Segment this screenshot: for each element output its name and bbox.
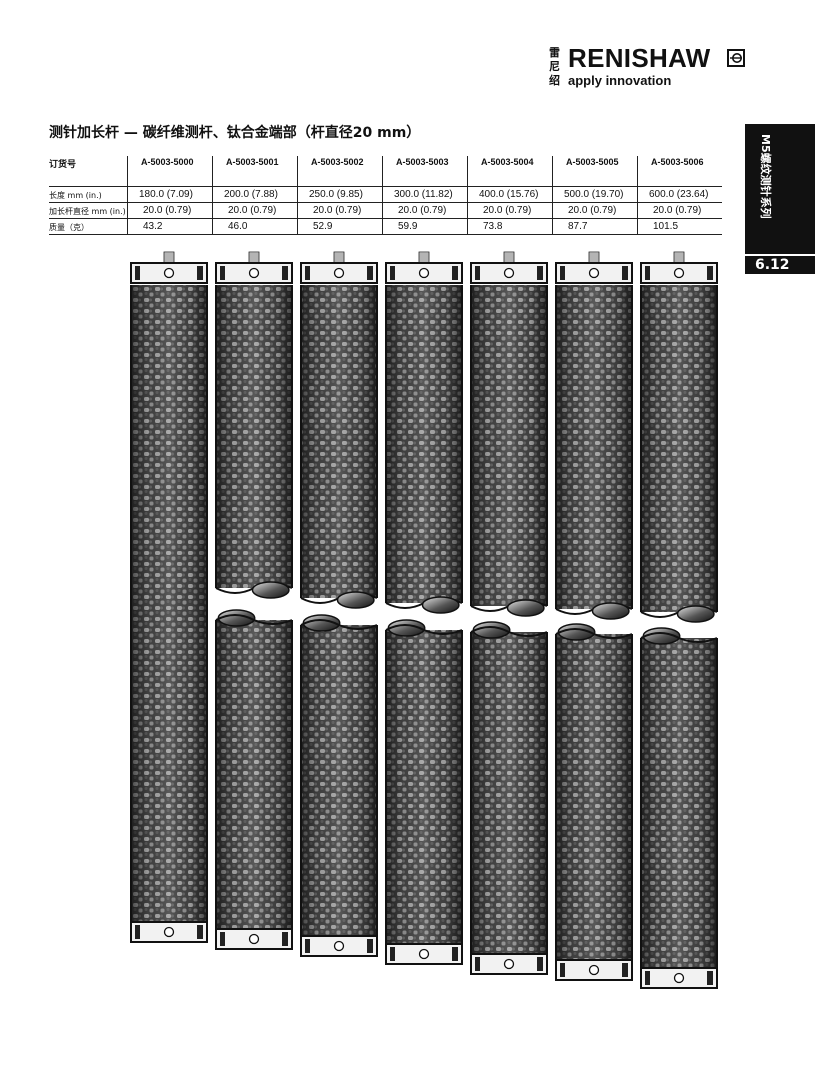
logo-wordmark: RENISHAW	[568, 43, 711, 73]
cross-hole-icon	[673, 972, 685, 984]
cross-hole-icon	[163, 926, 175, 938]
m5-thread-stud	[333, 251, 345, 264]
order-code: A-5003-5002	[311, 157, 364, 167]
cross-hole-icon	[163, 267, 175, 279]
break-end-icon	[506, 599, 545, 617]
order-code: A-5003-5006	[651, 157, 704, 167]
mass-value: 87.7	[568, 221, 588, 232]
table-rule	[49, 186, 722, 187]
table-column-rule	[297, 156, 298, 234]
table-rule	[49, 202, 722, 203]
cross-hole-icon	[418, 948, 430, 960]
cross-hole-icon	[503, 267, 515, 279]
m5-thread-stud	[248, 251, 260, 264]
cross-hole-icon	[333, 940, 345, 952]
table-rule	[49, 234, 722, 235]
cross-hole-icon	[418, 267, 430, 279]
break-end-icon	[421, 596, 460, 614]
m5-thread-stud	[163, 251, 175, 264]
diameter-value: 20.0 (0.79)	[398, 205, 447, 216]
mass-value: 46.0	[228, 221, 248, 232]
mass-value: 59.9	[398, 221, 418, 232]
mass-value: 43.2	[143, 221, 163, 232]
mass-value: 101.5	[653, 221, 679, 232]
order-code: A-5003-5005	[566, 157, 619, 167]
order-code: A-5003-5001	[226, 157, 279, 167]
length-value: 180.0 (7.09)	[139, 189, 193, 200]
cross-hole-icon	[503, 958, 515, 970]
mass-value: 73.8	[483, 221, 503, 232]
diameter-value: 20.0 (0.79)	[568, 205, 617, 216]
diameter-value: 20.0 (0.79)	[653, 205, 702, 216]
break-end-icon	[336, 591, 375, 609]
cross-hole-icon	[673, 267, 685, 279]
order-code: A-5003-5003	[396, 157, 449, 167]
cross-hole-icon	[248, 933, 260, 945]
row-label-diameter: 加长杆直径 mm (in.)	[49, 207, 126, 216]
table-column-rule	[637, 156, 638, 234]
table-rule	[49, 218, 722, 219]
length-value: 600.0 (23.64)	[649, 189, 709, 200]
order-code: A-5003-5000	[141, 157, 194, 167]
length-value: 300.0 (11.82)	[394, 189, 453, 200]
row-label-length: 长度 mm (in.)	[49, 191, 102, 200]
length-value: 200.0 (7.88)	[224, 189, 278, 200]
order-code-header: 订货号	[49, 160, 77, 170]
logo-chinese-name: 雷 尼 绍	[549, 46, 560, 87]
cross-hole-icon	[248, 267, 260, 279]
break-end-icon	[251, 581, 290, 599]
cross-hole-icon	[588, 964, 600, 976]
m5-thread-stud	[588, 251, 600, 264]
m5-thread-stud	[418, 251, 430, 264]
diameter-value: 20.0 (0.79)	[313, 205, 362, 216]
break-end-icon	[676, 605, 715, 623]
diameter-value: 20.0 (0.79)	[483, 205, 532, 216]
length-value: 400.0 (15.76)	[479, 189, 539, 200]
order-code: A-5003-5004	[481, 157, 534, 167]
table-column-rule	[552, 156, 553, 234]
mass-value: 52.9	[313, 221, 333, 232]
m5-thread-stud	[673, 251, 685, 264]
table-column-rule	[212, 156, 213, 234]
section-tab	[745, 124, 815, 254]
break-end-icon	[591, 602, 630, 620]
cross-hole-icon	[588, 267, 600, 279]
row-label-mass: 质量（克）	[49, 223, 89, 232]
logo-tagline: apply innovation	[568, 73, 672, 88]
table-column-rule	[382, 156, 383, 234]
table-column-rule	[127, 156, 128, 234]
length-value: 500.0 (19.70)	[564, 189, 624, 200]
page-number: 6.12	[745, 256, 815, 274]
page-title: 测针加长杆 — 碳纤维测杆、钛合金端部（杆直径20 mm）	[49, 125, 421, 141]
length-value: 250.0 (9.85)	[309, 189, 363, 200]
renishaw-mark-icon	[727, 49, 745, 67]
m5-thread-stud	[503, 251, 515, 264]
diameter-value: 20.0 (0.79)	[228, 205, 277, 216]
cross-hole-icon	[333, 267, 345, 279]
diameter-value: 20.0 (0.79)	[143, 205, 192, 216]
table-column-rule	[467, 156, 468, 234]
